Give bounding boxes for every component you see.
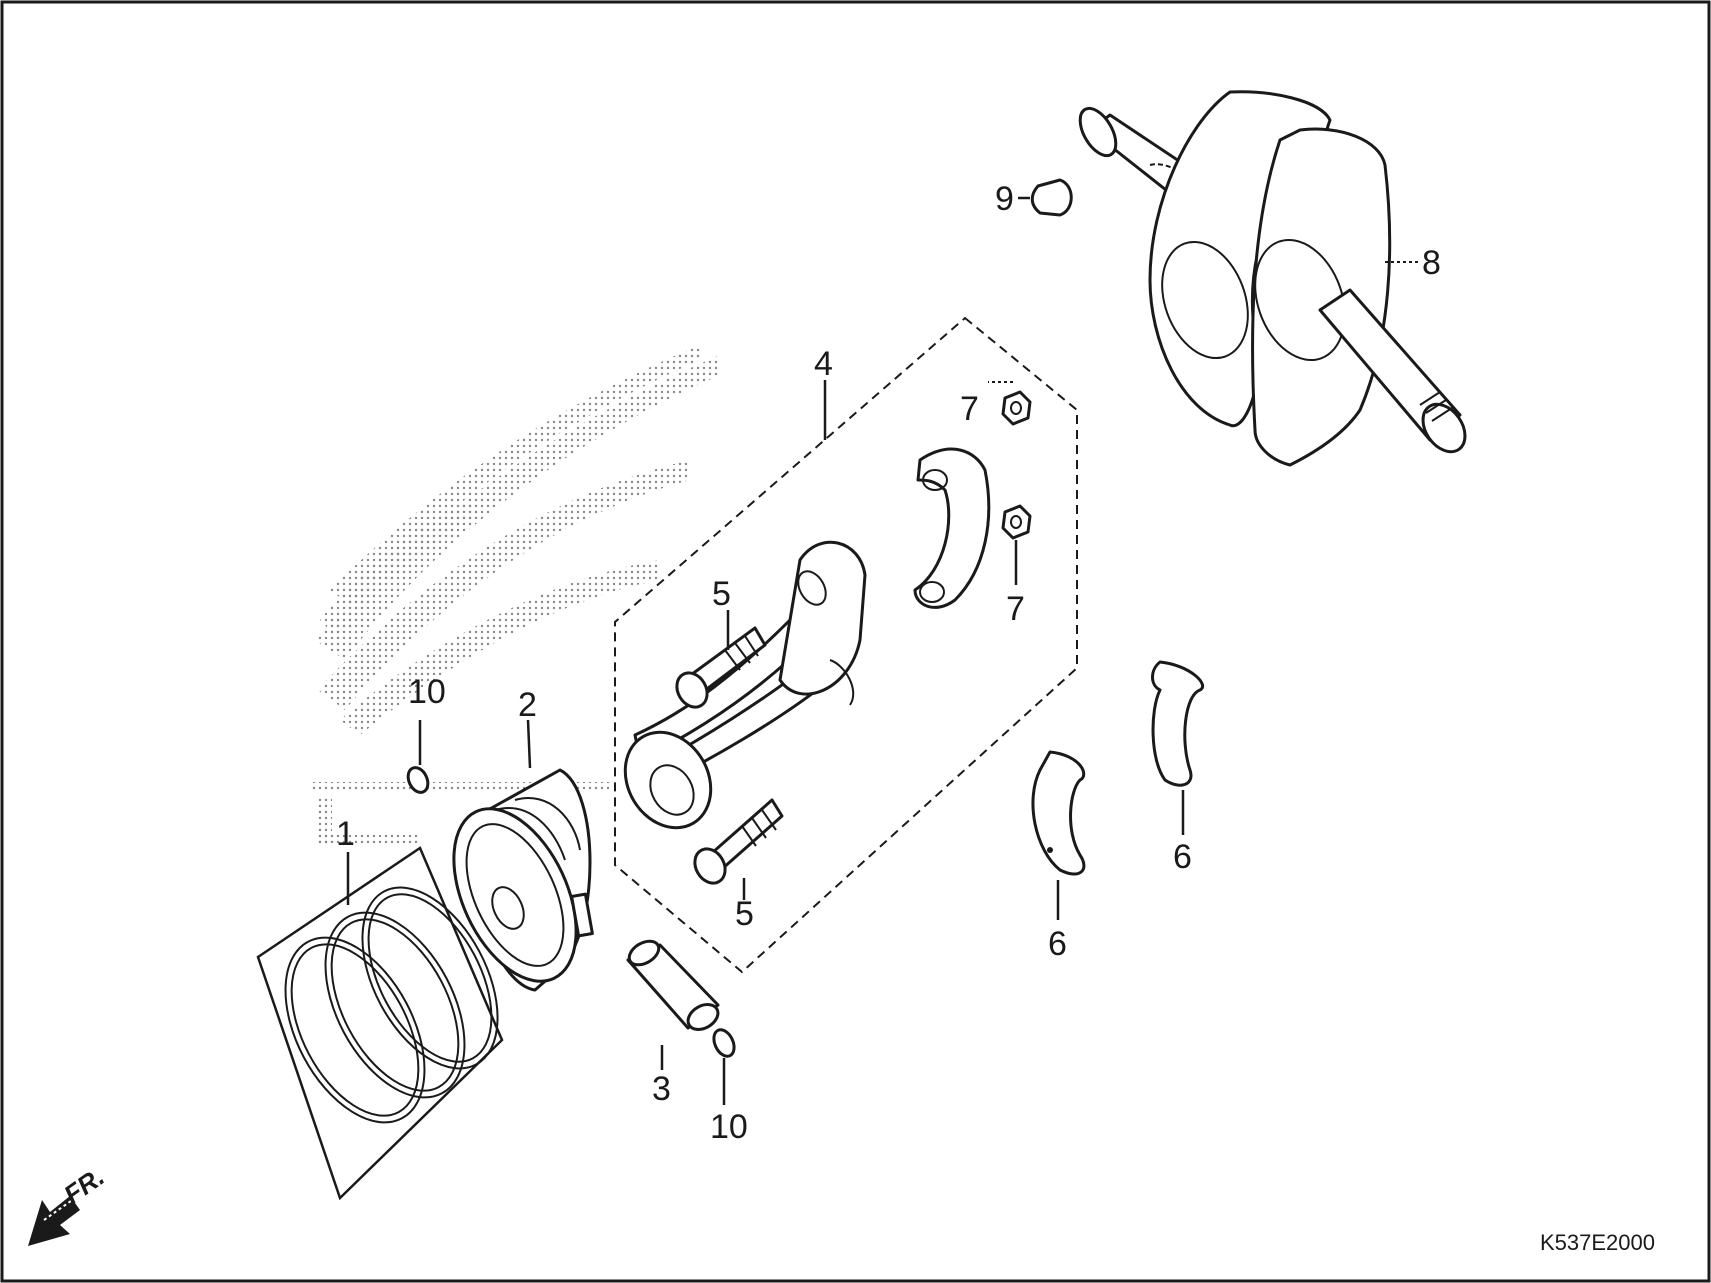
crankshaft [1078, 90, 1467, 467]
connecting-rod-kit-boundary [614, 316, 1078, 974]
callout-woodruff-key: 9 [995, 180, 1014, 218]
cylinder-ghost-outline [310, 345, 720, 845]
callout-connecting-rod-assy: 4 [814, 345, 833, 383]
connecting-rod [623, 540, 867, 830]
rod-nut-upper [1001, 390, 1032, 426]
rod-bolt-lower [693, 798, 784, 885]
piston-rings [284, 886, 499, 1124]
leader-lines [346, 196, 1420, 1105]
callout-piston-ring-set: 1 [336, 815, 355, 853]
callout-pin-clip-lower: 10 [710, 1108, 748, 1146]
piston-pin-clip-upper [406, 766, 430, 794]
front-arrow-icon [28, 1195, 80, 1246]
rod-bolt-upper [675, 626, 767, 709]
callout-rod-nut-lower: 7 [1006, 590, 1025, 628]
callout-bearing-left: 6 [1048, 925, 1067, 963]
piston [452, 768, 594, 992]
callout-pin-clip-upper: 10 [408, 673, 446, 711]
woodruff-key [1030, 178, 1073, 217]
rod-cap [913, 447, 991, 609]
callout-bearing-right: 6 [1173, 838, 1192, 876]
piston-pin-clip-lower [712, 1028, 736, 1058]
callout-rod-bolt-lower: 5 [735, 895, 754, 933]
diagram-code: K537E2000 [1540, 1230, 1655, 1255]
crank-bearing-right [1151, 660, 1204, 787]
callout-rod-nut-upper: 7 [960, 390, 979, 428]
callout-rod-bolt-upper: 5 [712, 575, 731, 613]
callout-crankshaft: 8 [1422, 244, 1441, 282]
rod-nut-lower [1001, 504, 1032, 540]
crank-bearing-left [1031, 750, 1086, 876]
piston-ring-set-boundary [256, 846, 504, 1201]
piston-pin [626, 939, 720, 1031]
callout-piston: 2 [518, 686, 537, 724]
callout-piston-pin: 3 [652, 1070, 671, 1108]
